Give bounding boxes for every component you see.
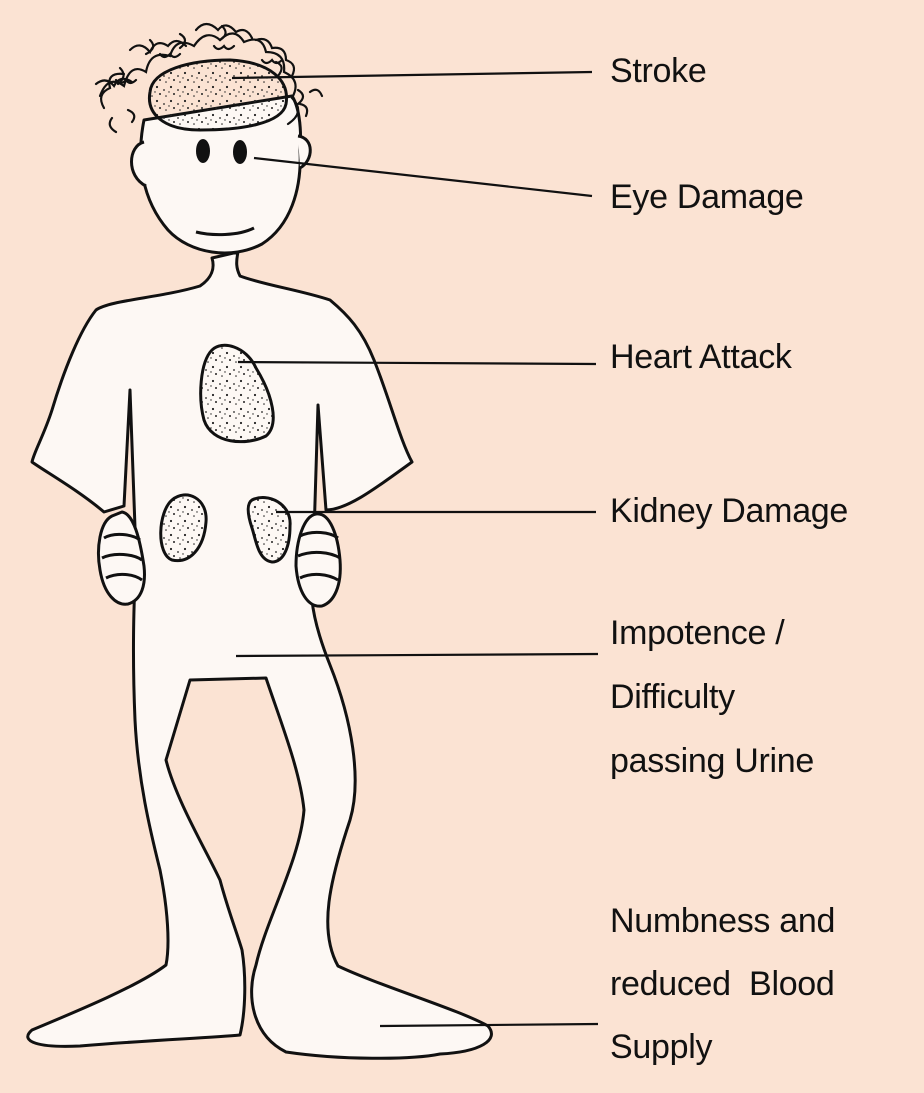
label-impotence-line-3: passing Urine [610,744,814,808]
brain-region [149,60,286,130]
diagram: Stroke Eye Damage Heart Attack Kidney Da… [0,0,924,1064]
right-eye [233,140,247,164]
label-numbness-line-3: Supply [610,1030,835,1093]
label-kidney-damage: Kidney Damage [610,494,848,528]
label-heart-attack: Heart Attack [610,340,792,374]
left-ear [132,142,147,186]
label-impotence: Impotence / Difficulty passing Urine [610,616,814,808]
label-numbness-line-1: Numbness and [610,904,835,967]
label-eye-damage: Eye Damage [610,180,804,214]
label-numbness: Numbness and reduced Blood Supply [610,904,835,1093]
label-impotence-line-1: Impotence / [610,616,814,680]
label-stroke: Stroke [610,54,706,88]
label-numbness-line-2: reduced Blood [610,967,835,1030]
label-impotence-line-2: Difficulty [610,680,814,744]
leader-line-eye-damage [254,158,592,196]
right-hand [296,514,340,606]
body-outline [28,96,492,1058]
left-eye [196,139,210,163]
